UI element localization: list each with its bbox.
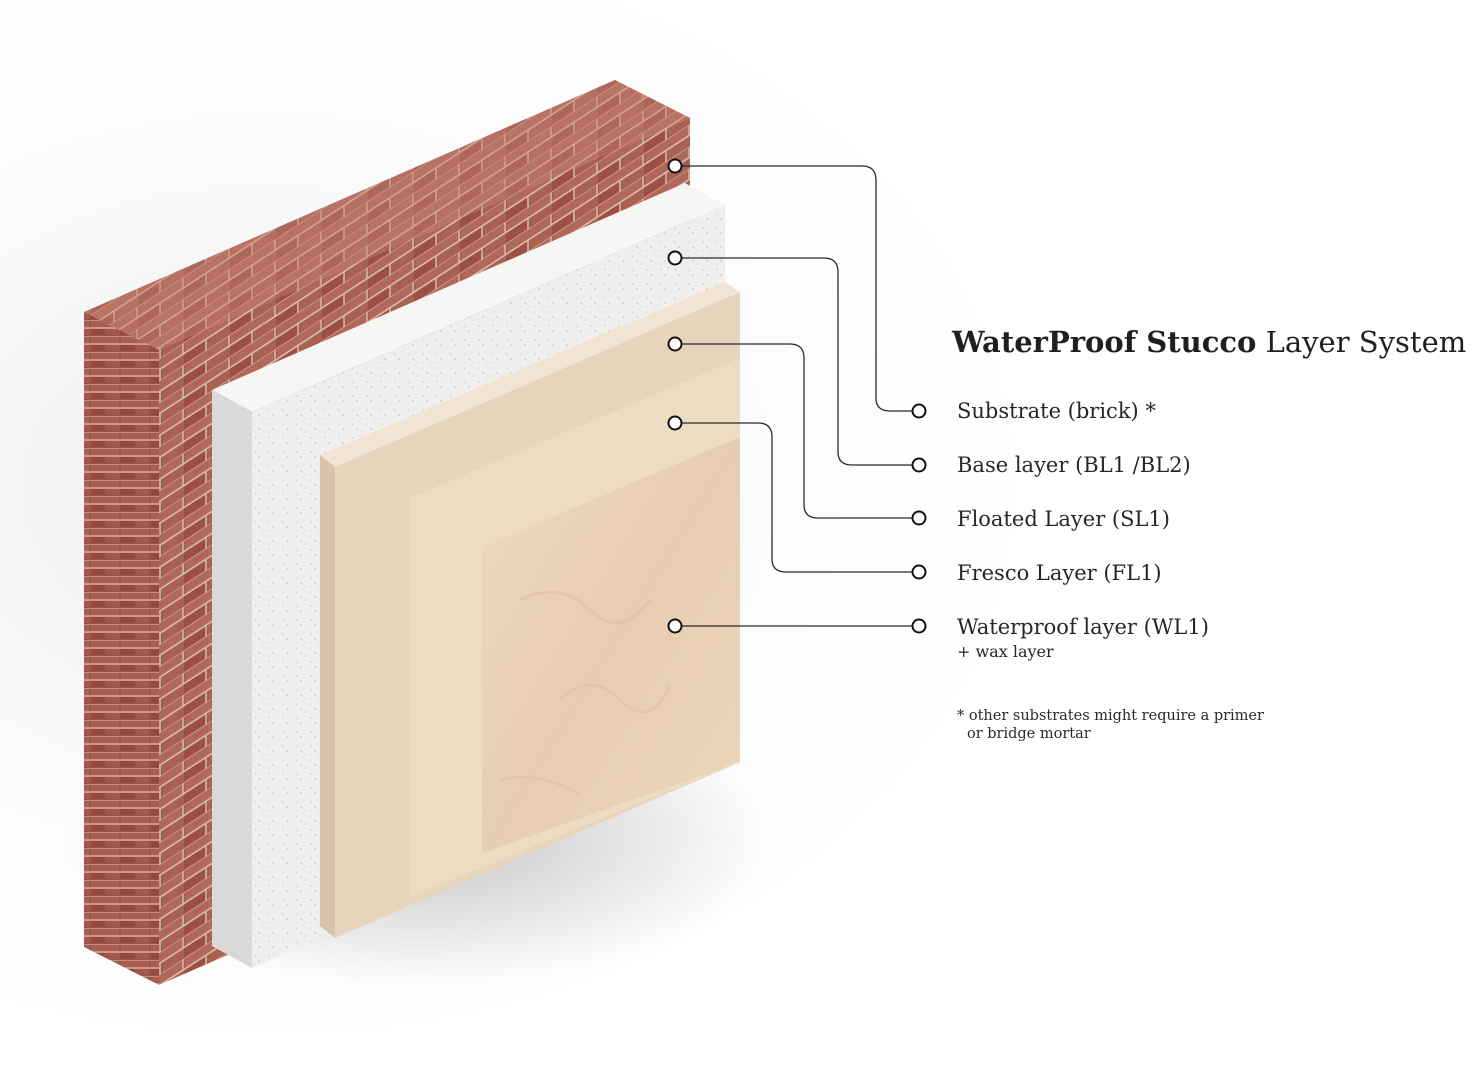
leader-line-floated [675,343,919,519]
label-fresco-layer: Fresco Layer (FL1) [957,561,1162,585]
marker-fresco [667,415,683,431]
leader-markers [667,158,927,634]
label-floated-layer: Floated Layer (SL1) [957,507,1170,531]
floated-layer-side [320,455,335,938]
marker-base [667,250,683,266]
diagram-title: WaterProof Stucco Layer System [952,322,1466,362]
label-substrate: Substrate (brick) * [957,399,1156,423]
leader-line-base [675,257,919,466]
leader-line-substrate [675,165,919,412]
title-regular: Layer System [1265,325,1467,359]
end-marker-base [911,457,927,473]
brick-side-face [84,312,159,985]
end-marker-waterproof [911,618,927,634]
footnote-line-1: * other substrates might require a prime… [957,708,1264,724]
marker-floated [667,336,683,352]
end-marker-substrate [911,403,927,419]
label-base-layer: Base layer (BL1 /BL2) [957,453,1191,477]
marker-waterproof [667,618,683,634]
end-marker-floated [911,510,927,526]
floated-layer-top [320,282,740,467]
base-layer-top [212,183,725,412]
label-waterproof-layer: Waterproof layer (WL1) [957,615,1209,639]
leader-line-fresco [675,422,919,573]
marker-substrate [667,158,683,174]
title-bold: WaterProof Stucco [952,325,1257,359]
end-marker-fresco [911,564,927,580]
base-layer-side [212,390,252,968]
substrate-footnote: * other substrates might require a prime… [957,707,1264,743]
waterproof-layer-front [482,437,740,853]
footnote-line-2: or bridge mortar [967,726,1091,742]
leader-lines [675,165,919,627]
label-wax-layer: + wax layer [957,642,1054,661]
